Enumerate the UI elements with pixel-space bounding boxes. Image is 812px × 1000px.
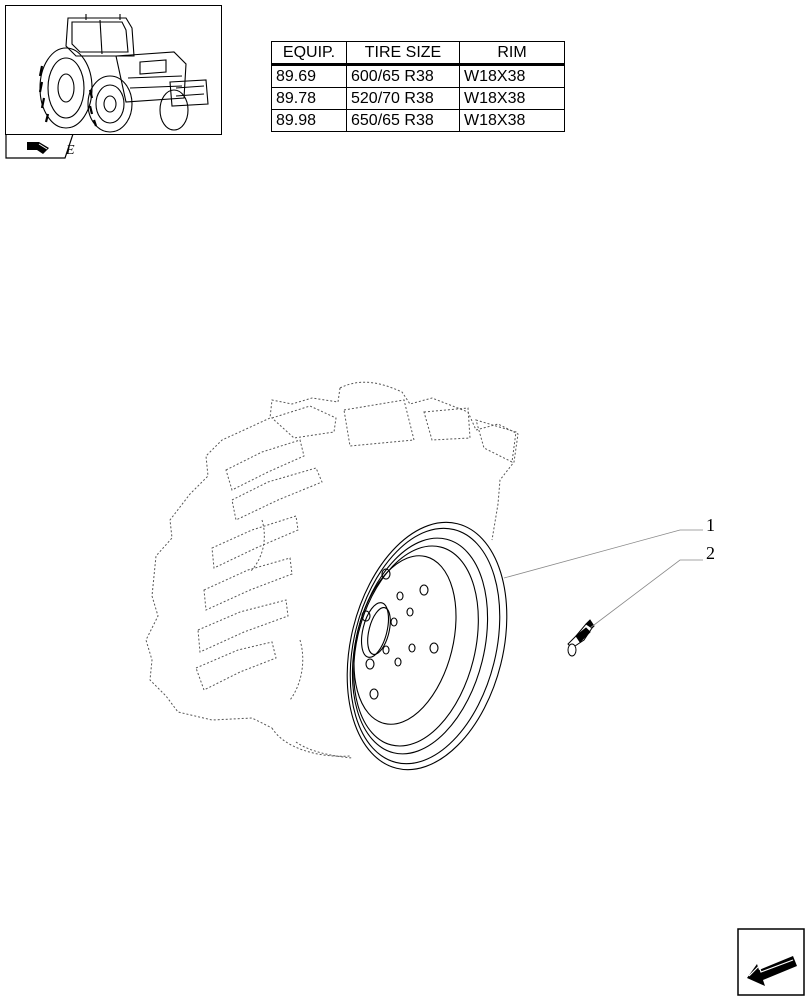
table-row: 89.69 600/65 R38 W18X38 [271, 64, 565, 88]
leader-line-1 [503, 529, 703, 579]
leader-line-2 [589, 559, 703, 629]
cell-rim: W18X38 [459, 109, 565, 132]
tab-letter: E [66, 143, 75, 158]
tractor-icon [38, 14, 209, 133]
table-row: 89.98 650/65 R38 W18X38 [271, 109, 565, 132]
cell-rim: W18X38 [459, 64, 565, 88]
header-rim: RIM [459, 41, 565, 66]
rim [346, 521, 508, 771]
tire-spec-table: EQUIP. TIRE SIZE RIM 89.69 600/65 R38 W1… [271, 41, 565, 132]
cell-rim: W18X38 [459, 87, 565, 110]
cell-tire-size: 520/70 R38 [346, 87, 460, 110]
book-icon [27, 142, 49, 154]
valve [567, 619, 595, 657]
callout-2: 2 [706, 543, 715, 563]
page-tab [5, 134, 74, 159]
tractor-thumbnail [5, 5, 222, 135]
table-row: 89.78 520/70 R38 W18X38 [271, 87, 565, 110]
callout-1: 1 [706, 515, 715, 535]
header-equip: EQUIP. [271, 41, 347, 66]
cell-equip: 89.69 [271, 64, 347, 88]
cell-tire-size: 650/65 R38 [346, 109, 460, 132]
tire-outline [145, 381, 519, 759]
table-header-row: EQUIP. TIRE SIZE RIM [271, 41, 565, 66]
header-tire-size: TIRE SIZE [346, 41, 460, 66]
cell-tire-size: 600/65 R38 [346, 64, 460, 88]
previous-page-arrow-icon[interactable] [737, 928, 805, 996]
